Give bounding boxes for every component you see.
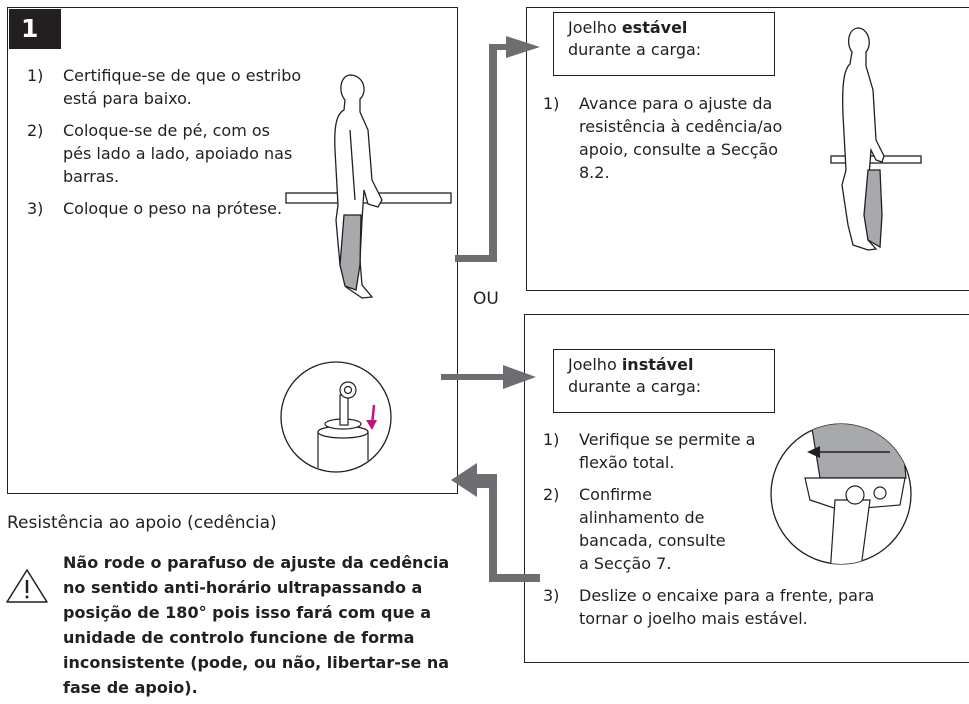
warning-icon [6, 569, 48, 603]
warning-text: Não rode o parafuso de ajuste da cedênci… [63, 553, 450, 697]
stable-figure [830, 27, 922, 251]
unstable-title: Joelho instável durante a carga: [553, 349, 775, 413]
list-item: 3)Coloque o peso na prótese. [27, 199, 283, 218]
resistance-heading: Resistência ao apoio (cedência) [7, 513, 277, 533]
stable-title: Joelho estável durante a carga: [553, 12, 775, 76]
list-item: 1)Verifique se permite a flexão total. [543, 430, 756, 472]
step-number: 1 [9, 9, 61, 49]
arrow-back-from-unstable [451, 463, 540, 582]
list-item: 2)Coloque-se de pé, com os pés lado a la… [27, 121, 293, 186]
arrow-to-unstable [441, 365, 536, 389]
list-item: 2)Confirme alinhamento de bancada, consu… [543, 485, 726, 573]
cylinder-zoom-icon [280, 361, 392, 473]
step-panel: 1 [7, 7, 458, 494]
arrow-to-stable [455, 36, 540, 262]
list-item: 3)Deslize o encaixe para a frente, para … [543, 586, 875, 628]
standing-figure [285, 74, 452, 299]
knee-zoom-icon [770, 423, 912, 565]
setup-instructions: 1)Certifique-se de que o estribo está pa… [27, 64, 302, 229]
unstable-instructions: 1)Verifique se permite a flexão total. 2… [543, 428, 933, 639]
or-label: OU [473, 289, 499, 309]
list-item: 1)Avance para o ajuste da resistência à … [543, 94, 783, 182]
list-item: 1)Certifique-se de que o estribo está pa… [27, 66, 302, 108]
stable-instructions: 1)Avance para o ajuste da resistência à … [543, 92, 791, 193]
